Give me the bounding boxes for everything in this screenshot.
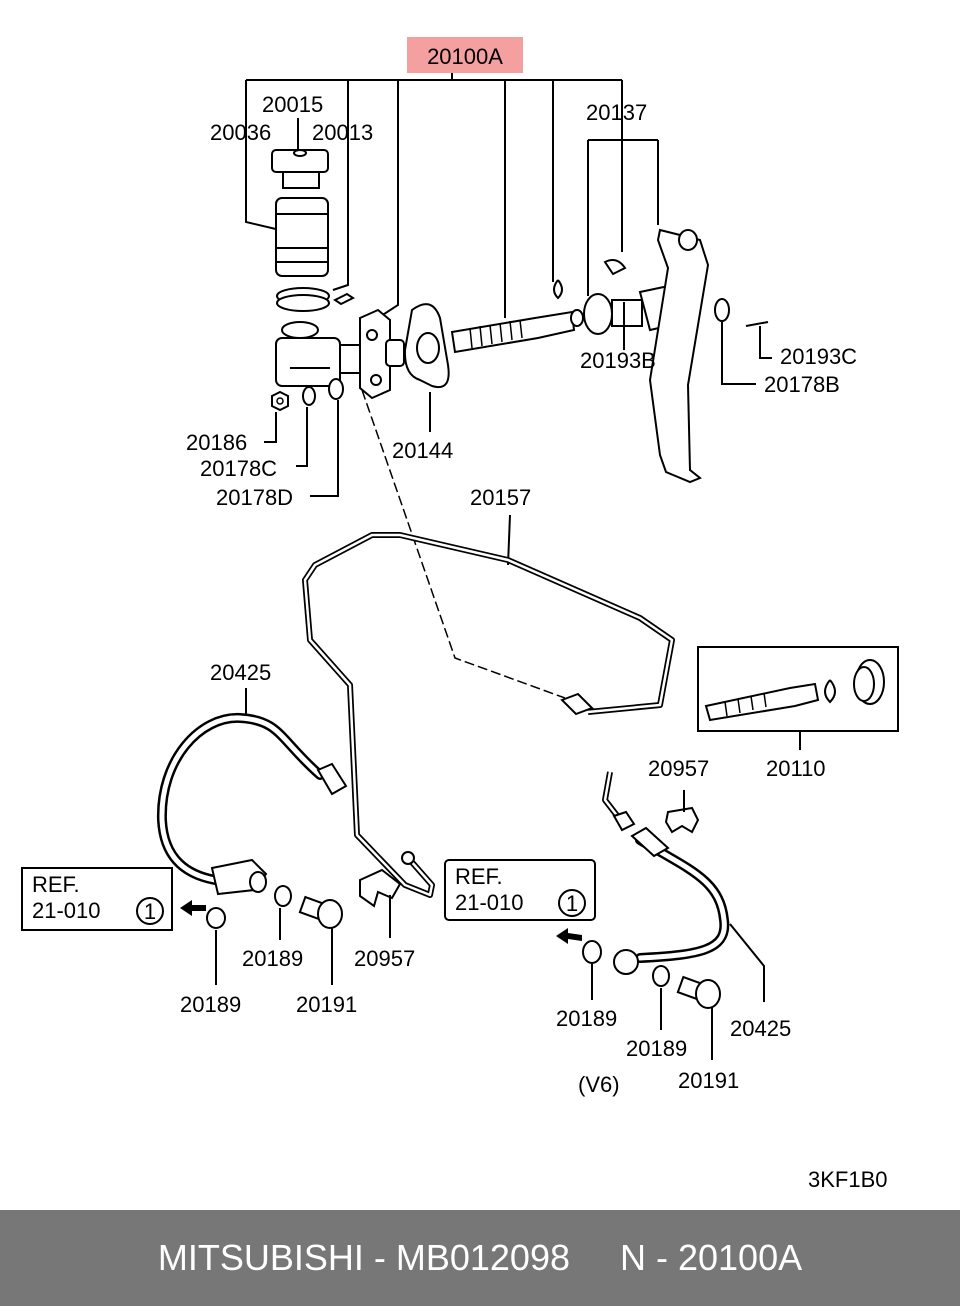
washer-20189-d (652, 965, 670, 987)
label-20178D[interactable]: 20178D (216, 485, 293, 510)
label-20178B[interactable]: 20178B (764, 372, 840, 397)
label-20144[interactable]: 20144 (392, 438, 453, 463)
washer-20189-b (274, 885, 292, 907)
footer-text: MITSUBISHI - MB012098 N - 20100A (157, 1237, 803, 1278)
label-20013[interactable]: 20013 (312, 120, 373, 145)
pipe-20157 (302, 532, 675, 898)
gasket-20144 (403, 303, 450, 388)
label-20036[interactable]: 20036 (210, 120, 271, 145)
label-20193B[interactable]: 20193B (580, 348, 656, 373)
highlight-box (407, 37, 523, 73)
clip-20957-right (664, 806, 700, 834)
master-cylinder-body (275, 308, 405, 400)
label-20957-right[interactable]: 20957 (648, 756, 709, 781)
leader-lines-20100A (245, 73, 623, 319)
label-20189-a[interactable]: 20189 (180, 992, 241, 1017)
label-20100A[interactable]: 20100A (427, 44, 503, 69)
piston-assembly (450, 279, 584, 354)
cap-20015 (271, 149, 329, 189)
label-20191-right[interactable]: 20191 (678, 1068, 739, 1093)
ref-box-left: REF. 21-010 1 (21, 867, 173, 931)
label-20189-c[interactable]: 20189 (556, 1006, 617, 1031)
hose-20425-right (613, 826, 730, 975)
label-20189-b[interactable]: 20189 (242, 946, 303, 971)
ring-20013 (276, 287, 355, 312)
ref-left-circle: 1 (144, 899, 156, 924)
ref-box-right: REF. 21-010 1 (444, 859, 596, 921)
label-20157[interactable]: 20157 (470, 485, 531, 510)
hose-20425-left (156, 712, 348, 896)
ref-right-ref: REF. (455, 864, 503, 889)
bolt-20191-left (298, 895, 343, 929)
washer-20178C (302, 386, 316, 406)
label-20189-d[interactable]: 20189 (626, 1036, 687, 1061)
label-20186[interactable]: 20186 (186, 430, 247, 455)
pin-20193C (745, 321, 769, 327)
clutch-pedal (648, 228, 710, 484)
guide-line (361, 389, 566, 699)
label-20193C[interactable]: 20193C (780, 344, 857, 369)
reservoir-20036 (275, 197, 329, 277)
label-20191-left[interactable]: 20191 (296, 992, 357, 1017)
label-20137[interactable]: 20137 (586, 100, 647, 125)
pipe-v6 (602, 771, 636, 832)
washer-20189-a (206, 907, 226, 929)
kit-box-20110 (697, 646, 899, 732)
footer-bar: MITSUBISHI - MB012098 N - 20100A (0, 1210, 960, 1306)
parts-diagram: 20100A 20015 20036 20013 (21, 37, 899, 1192)
arrow-right-icon (556, 928, 582, 944)
label-20957-mid[interactable]: 20957 (354, 946, 415, 971)
label-20425-left[interactable]: 20425 (210, 660, 271, 685)
ref-right-circle: 1 (566, 891, 578, 916)
nut-20186 (271, 390, 289, 412)
ref-right-number: 21-010 (455, 890, 524, 915)
diagram-code: 3KF1B0 (808, 1167, 888, 1192)
arrow-left-icon (180, 900, 206, 916)
bolt-20191-right (676, 975, 721, 1009)
ref-left-ref: REF. (32, 872, 80, 897)
washer-20189-c (582, 940, 602, 964)
ref-left-number: 21-010 (32, 898, 101, 923)
washer-20178B (714, 298, 730, 322)
label-20178C[interactable]: 20178C (200, 456, 277, 481)
label-20015[interactable]: 20015 (262, 92, 323, 117)
label-20425-right[interactable]: 20425 (730, 1016, 791, 1041)
kit-parts-20110 (704, 659, 885, 722)
label-v6: (V6) (578, 1072, 620, 1097)
washer-20178D (328, 378, 344, 400)
label-20110[interactable]: 20110 (766, 756, 826, 781)
